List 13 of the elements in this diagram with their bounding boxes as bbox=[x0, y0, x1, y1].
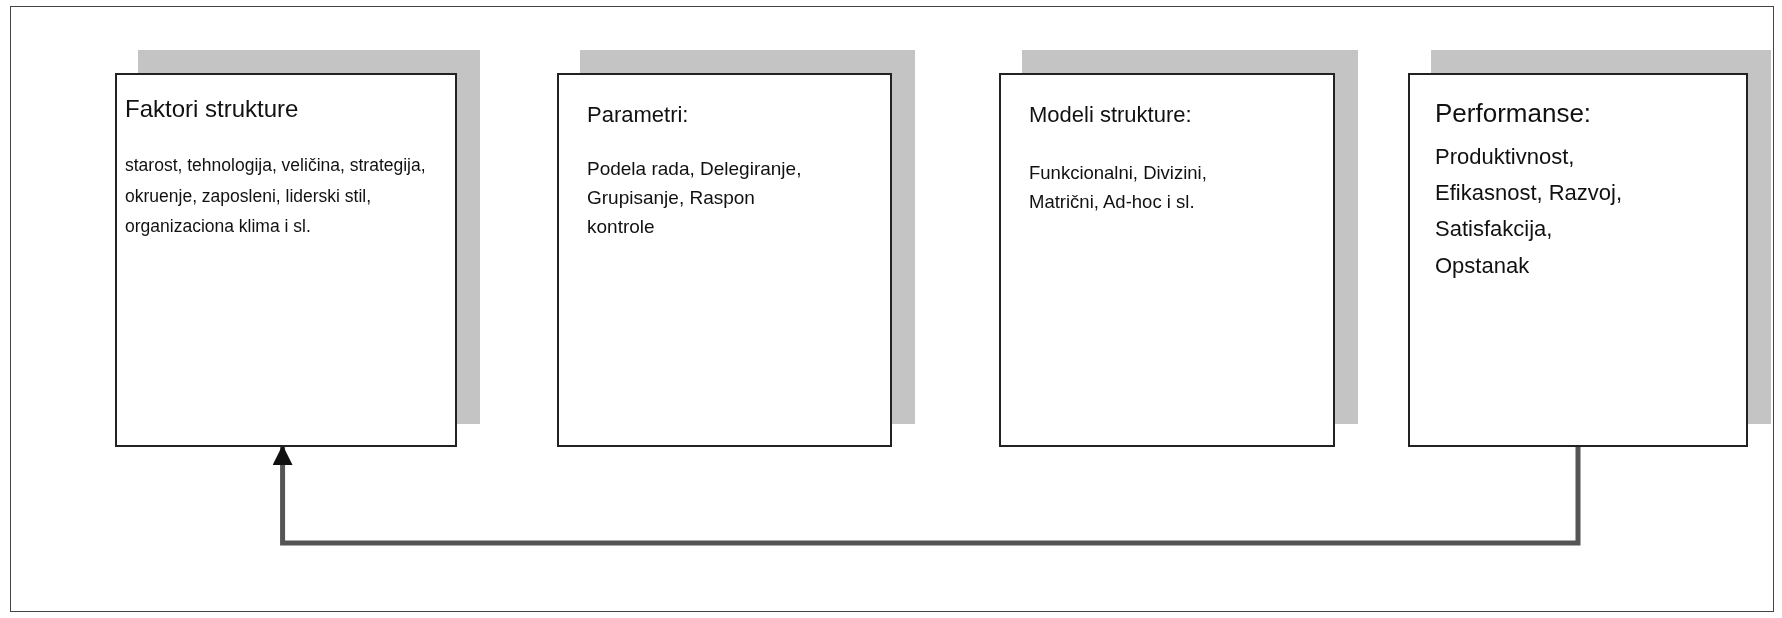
text-box bbox=[999, 73, 1335, 447]
box-body-text: Funkcionalni, Divizini, Matrični, Ad-hoc i sl. bbox=[1029, 160, 1208, 215]
box-heading: Modeli strukture: bbox=[1029, 101, 1193, 129]
box-heading: Performanse: bbox=[1435, 97, 1593, 130]
text-box bbox=[1408, 73, 1748, 447]
text-box bbox=[115, 73, 457, 447]
text-box bbox=[557, 73, 892, 447]
box-heading: Parametri: bbox=[587, 101, 690, 129]
box-body-text: Produktivnost, Efikasnost, Razvoj, Satisfakcija, Opstanak bbox=[1435, 142, 1624, 280]
feedback-arrow bbox=[272, 445, 1581, 546]
box-body-text: starost, tehnologija, veličina, strategija, okruenje, zaposleni, liderski stil, organizaciona klima i sl. bbox=[125, 154, 427, 239]
box-heading: Faktori strukture bbox=[125, 94, 300, 124]
box-body-text: Podela rada, Delegiranje, Grupisanje, Raspon kontrole bbox=[587, 156, 803, 240]
